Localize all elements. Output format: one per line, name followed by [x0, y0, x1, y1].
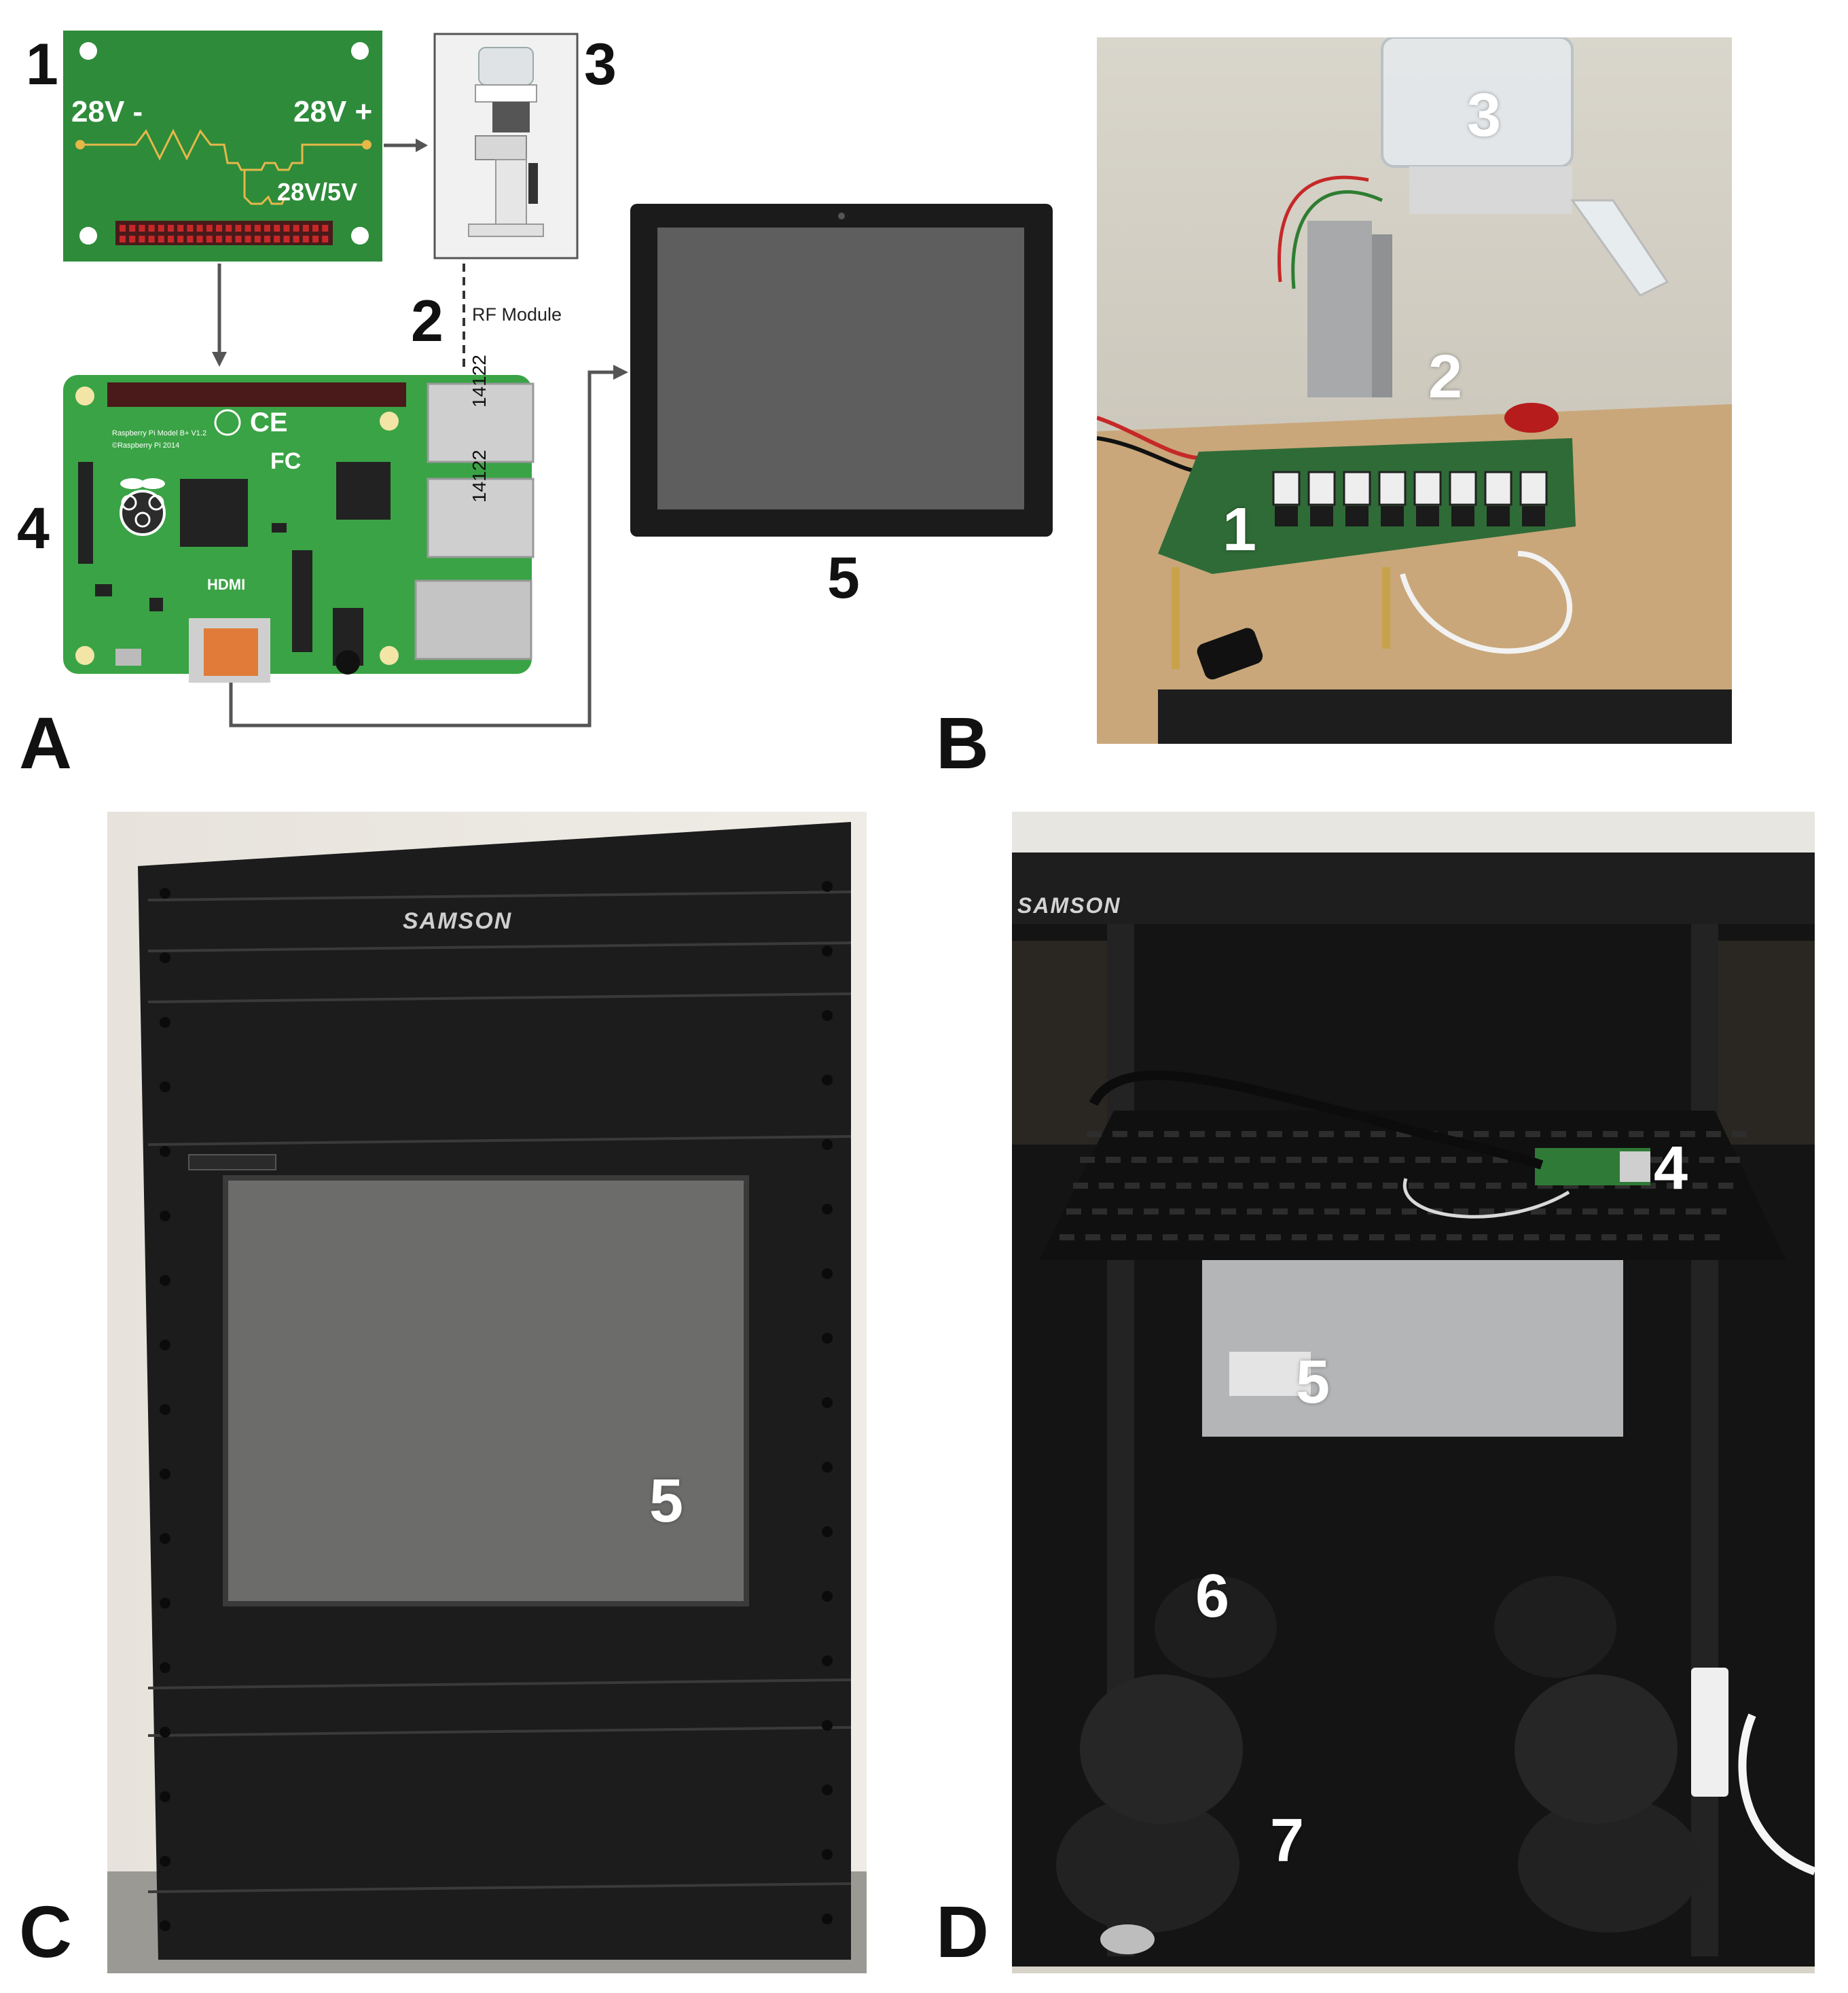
- monitor-label: 5: [827, 545, 860, 611]
- dispenser-image: [433, 33, 579, 259]
- panel-b-letter: B: [936, 702, 989, 784]
- converter-label: 28V/5V: [277, 178, 358, 206]
- rf-number: 2: [411, 289, 443, 354]
- gpio-header-red: [115, 221, 333, 245]
- photo-d-label-7: 7: [1270, 1807, 1305, 1875]
- board-label: 1: [26, 32, 58, 97]
- panel-d-letter: D: [936, 1890, 989, 1973]
- pi-model-text: Raspberry Pi Model B+ V1.2: [112, 429, 207, 437]
- panel-b-photo: 1 2 3: [1097, 37, 1732, 744]
- photo-b-label-2: 2: [1428, 343, 1463, 411]
- voltage-neg-label: 28V -: [71, 95, 143, 128]
- monitor-drawing: [630, 204, 1053, 537]
- panel-a-diagram: CE FC: [63, 31, 1053, 728]
- rf-module-label: RF Module: [472, 304, 562, 325]
- svg-text:FC: FC: [270, 448, 301, 474]
- panel-a: CE FC: [0, 0, 1059, 781]
- hdmi-text: HDMI: [207, 576, 246, 593]
- raspberry-pi: CE FC: [63, 375, 535, 683]
- controller-board: [63, 31, 382, 262]
- panel-c-letter: C: [19, 1890, 72, 1973]
- photo-d-label-6: 6: [1195, 1562, 1230, 1630]
- raspberry-logo: [120, 478, 166, 536]
- photo-b-label-3: 3: [1467, 82, 1502, 149]
- photo-b-label-1: 1: [1222, 496, 1257, 564]
- photo-d-label-4: 4: [1654, 1134, 1688, 1202]
- photo-c-label-5: 5: [649, 1467, 684, 1535]
- photo-d-label-5: 5: [1296, 1348, 1330, 1416]
- pi-label: 4: [17, 496, 50, 561]
- usb-port-text-2: 14122: [469, 450, 490, 503]
- dispenser-label: 3: [584, 32, 617, 97]
- rack-brand-d: SAMSON: [1017, 893, 1121, 918]
- svg-text:CE: CE: [250, 408, 288, 437]
- pi-copyright-text: ©Raspberry Pi 2014: [112, 442, 180, 450]
- usb-port-text-1: 14122: [469, 355, 490, 408]
- panel-a-letter: A: [19, 702, 72, 784]
- rack-brand-c: SAMSON: [403, 908, 513, 934]
- voltage-pos-label: 28V +: [293, 95, 373, 128]
- panel-d-photo: SAMSON 4 5 6 7: [1012, 812, 1815, 1973]
- panel-c-photo: SAMSON 5: [107, 812, 867, 1973]
